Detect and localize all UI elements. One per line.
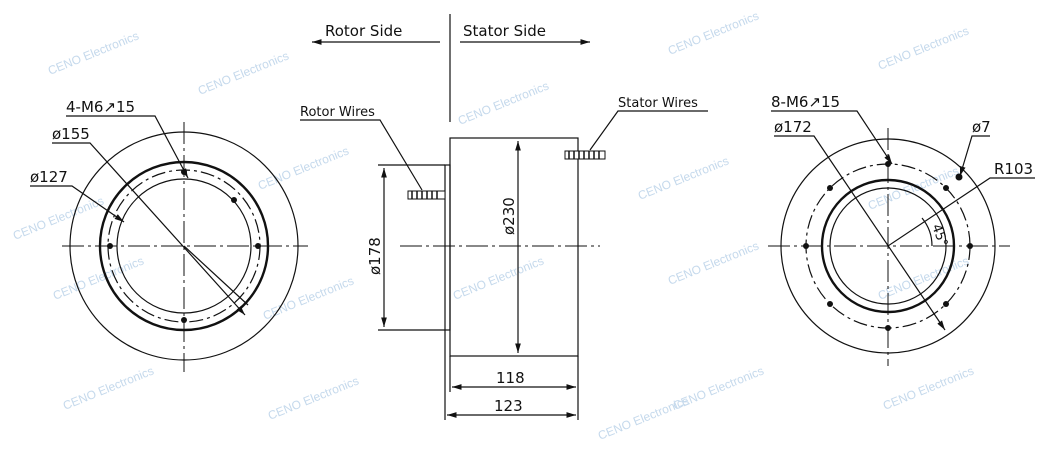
watermarks: CENO Electronics CENO Electronics CENO E…	[11, 9, 976, 443]
stator-holes-label: 8-M6↗15	[771, 93, 840, 111]
stator-diameter-172: ø172	[774, 118, 812, 136]
watermark: CENO Electronics	[51, 254, 146, 303]
rotor-diameter-155: ø155	[52, 125, 90, 143]
watermark: CENO Electronics	[196, 49, 291, 98]
watermark: CENO Electronics	[636, 154, 731, 203]
watermark: CENO Electronics	[11, 194, 106, 243]
watermark: CENO Electronics	[256, 144, 351, 193]
stator-wires-label: Stator Wires	[618, 96, 698, 111]
rotor-holes-label: 4-M6↗15	[66, 98, 135, 116]
watermark: CENO Electronics	[876, 254, 971, 303]
rotor-end-view: 4-M6↗15 ø155 ø127	[30, 98, 308, 372]
watermark: CENO Electronics	[61, 364, 156, 413]
stator-side-label: Stator Side	[463, 22, 546, 40]
watermark: CENO Electronics	[881, 364, 976, 413]
length-118: 118	[496, 369, 525, 387]
body-diameter-230: ø230	[500, 197, 518, 235]
stator-end-view: 8-M6↗15 ø172 ø7 R103 45°	[768, 93, 1035, 366]
watermark: CENO Electronics	[671, 364, 766, 413]
watermark: CENO Electronics	[666, 239, 761, 288]
watermark: CENO Electronics	[456, 79, 551, 128]
watermark: CENO Electronics	[46, 29, 141, 78]
watermark: CENO Electronics	[451, 254, 546, 303]
flange-diameter-178: ø178	[366, 237, 384, 275]
side-view: Rotor Side Stator Side Rotor Wires Stato…	[300, 14, 708, 420]
watermark: CENO Electronics	[666, 9, 761, 58]
length-123: 123	[494, 397, 523, 415]
rotor-diameter-127: ø127	[30, 168, 68, 186]
hole-diameter-7: ø7	[972, 118, 991, 136]
rotor-side-label: Rotor Side	[325, 22, 402, 40]
angle-45: 45°	[928, 222, 950, 249]
radius-103: R103	[994, 160, 1033, 178]
watermark: CENO Electronics	[266, 374, 361, 423]
rotor-wires-label: Rotor Wires	[300, 105, 375, 120]
watermark: CENO Electronics	[876, 24, 971, 73]
